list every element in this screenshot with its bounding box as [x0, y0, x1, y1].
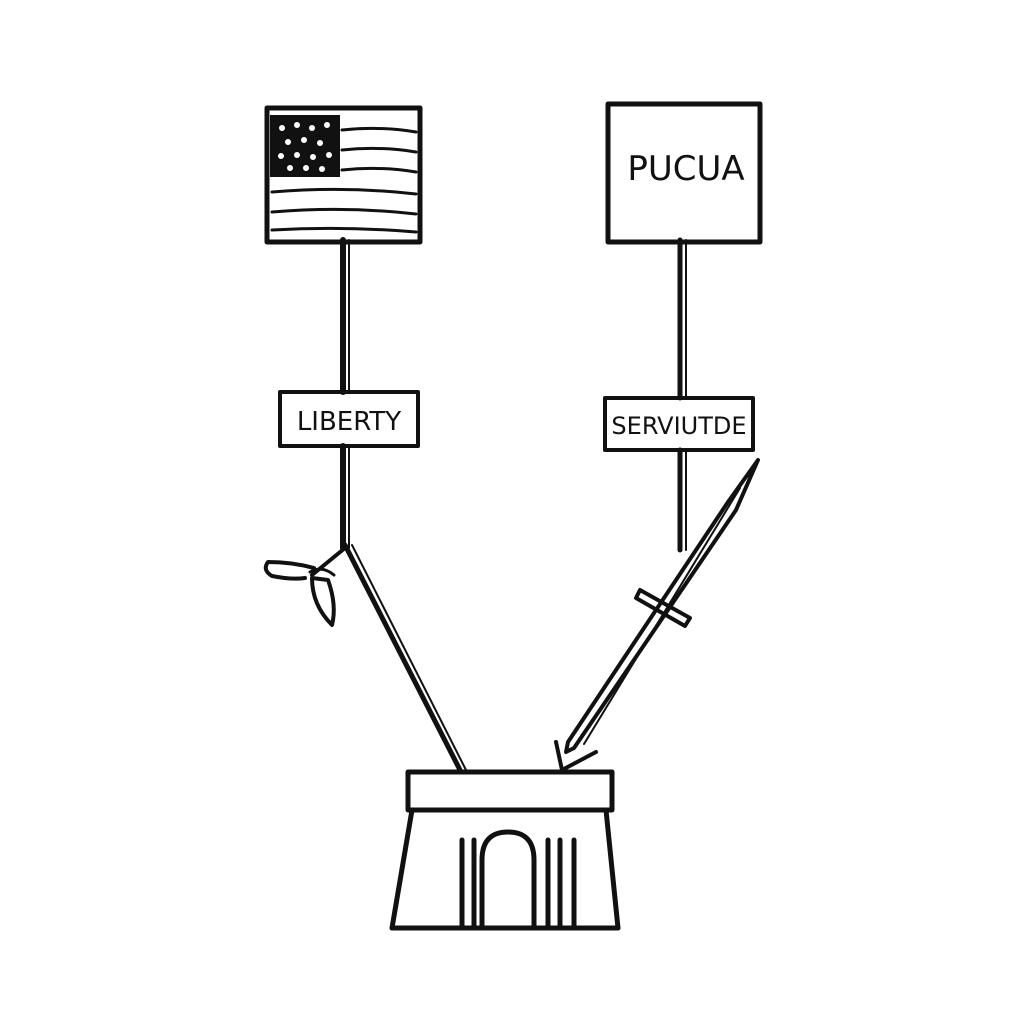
liberty-sign: LIBERTY	[278, 390, 420, 448]
american-flag-icon	[264, 105, 423, 245]
placard-text: PUCUA	[627, 149, 744, 189]
sword-icon	[554, 458, 760, 772]
right-placard: PUCUA	[605, 101, 763, 245]
left-pole	[340, 237, 467, 773]
pedestal-building-icon	[389, 769, 621, 931]
right-pole	[677, 237, 687, 553]
liberty-label: LIBERTY	[297, 407, 401, 437]
servitude-label: SERVIUTDE	[611, 412, 746, 440]
axe-icon	[263, 546, 347, 627]
servitude-sign: SERVIUTDE	[603, 396, 755, 452]
